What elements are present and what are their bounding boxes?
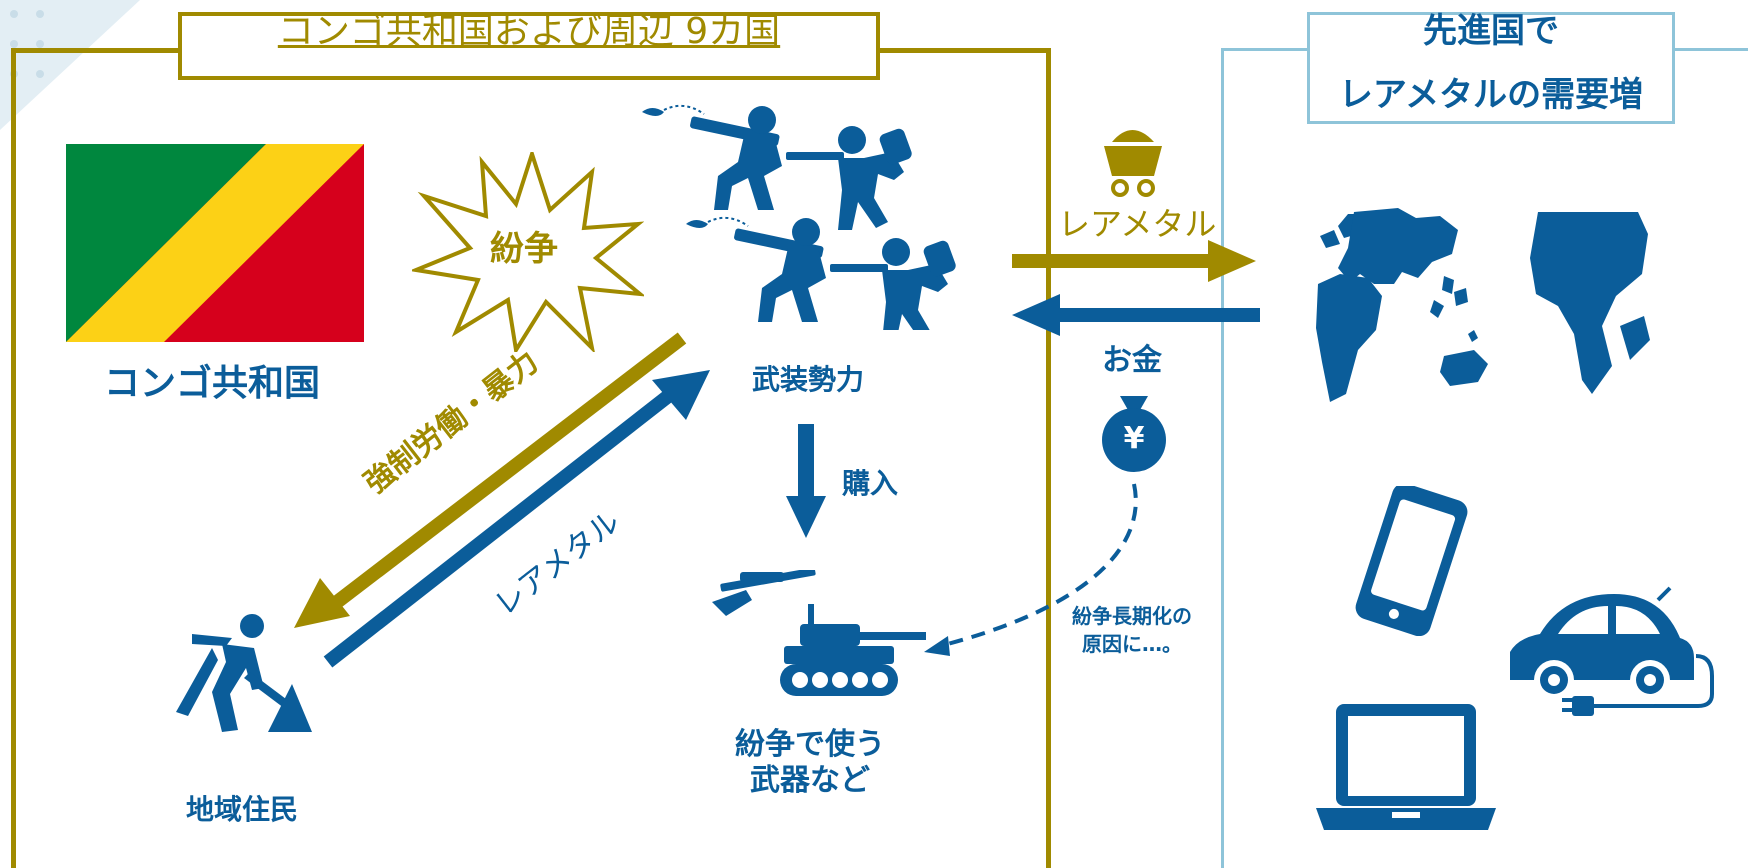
prolong-line1: 紛争長期化の bbox=[1072, 604, 1192, 628]
residents-label: 地域住民 bbox=[186, 793, 299, 826]
electric-car-icon bbox=[1510, 586, 1714, 716]
weapons-label-line2: 武器など bbox=[750, 763, 870, 798]
soldiers-icon bbox=[642, 104, 956, 330]
right-region-title-line2: レアメタルの需要増 bbox=[1338, 75, 1644, 115]
rare-metal-up-arrow bbox=[323, 370, 710, 668]
left-region-title: コンゴ共和国および周辺 9カ国 bbox=[277, 11, 781, 52]
rifle-icon bbox=[712, 570, 816, 616]
left-region-title-box bbox=[178, 12, 880, 80]
rare-metal-label: レアメタル bbox=[1058, 205, 1217, 243]
forced-labor-arrow bbox=[294, 332, 687, 628]
prolong-dashed-arrow bbox=[924, 483, 1138, 656]
congo-flag-icon bbox=[66, 144, 364, 342]
rare-metal-export-arrow bbox=[1012, 240, 1256, 282]
money-return-arrow bbox=[1012, 294, 1260, 336]
conflict-burst-icon bbox=[412, 152, 644, 352]
purchase-label: 購入 bbox=[842, 467, 899, 500]
miner-icon bbox=[176, 614, 312, 732]
yen-symbol: ¥ bbox=[1123, 421, 1145, 456]
weapons-label-line1: 紛争で使う bbox=[735, 727, 885, 762]
horizontal-arrows bbox=[1012, 240, 1260, 336]
corner-decoration bbox=[0, 0, 140, 130]
laptop-icon bbox=[1316, 704, 1496, 830]
mine-cart-icon bbox=[1104, 130, 1162, 197]
purchase-arrow bbox=[786, 424, 826, 538]
armed-group-label: 武装勢力 bbox=[752, 363, 865, 396]
money-bag-icon bbox=[1102, 396, 1166, 472]
tank-icon bbox=[780, 604, 926, 696]
country-name: コンゴ共和国 bbox=[104, 363, 321, 404]
world-map-icon bbox=[1316, 208, 1650, 402]
conflict-label: 紛争 bbox=[490, 229, 558, 269]
right-region-title-line1: 先進国で bbox=[1423, 11, 1559, 51]
money-label: お金 bbox=[1102, 343, 1162, 378]
right-region-title-box bbox=[1307, 12, 1675, 124]
diagonal-arrows bbox=[294, 332, 710, 668]
prolong-line2: 原因に…。 bbox=[1082, 632, 1182, 656]
smartphone-icon bbox=[1355, 486, 1468, 636]
